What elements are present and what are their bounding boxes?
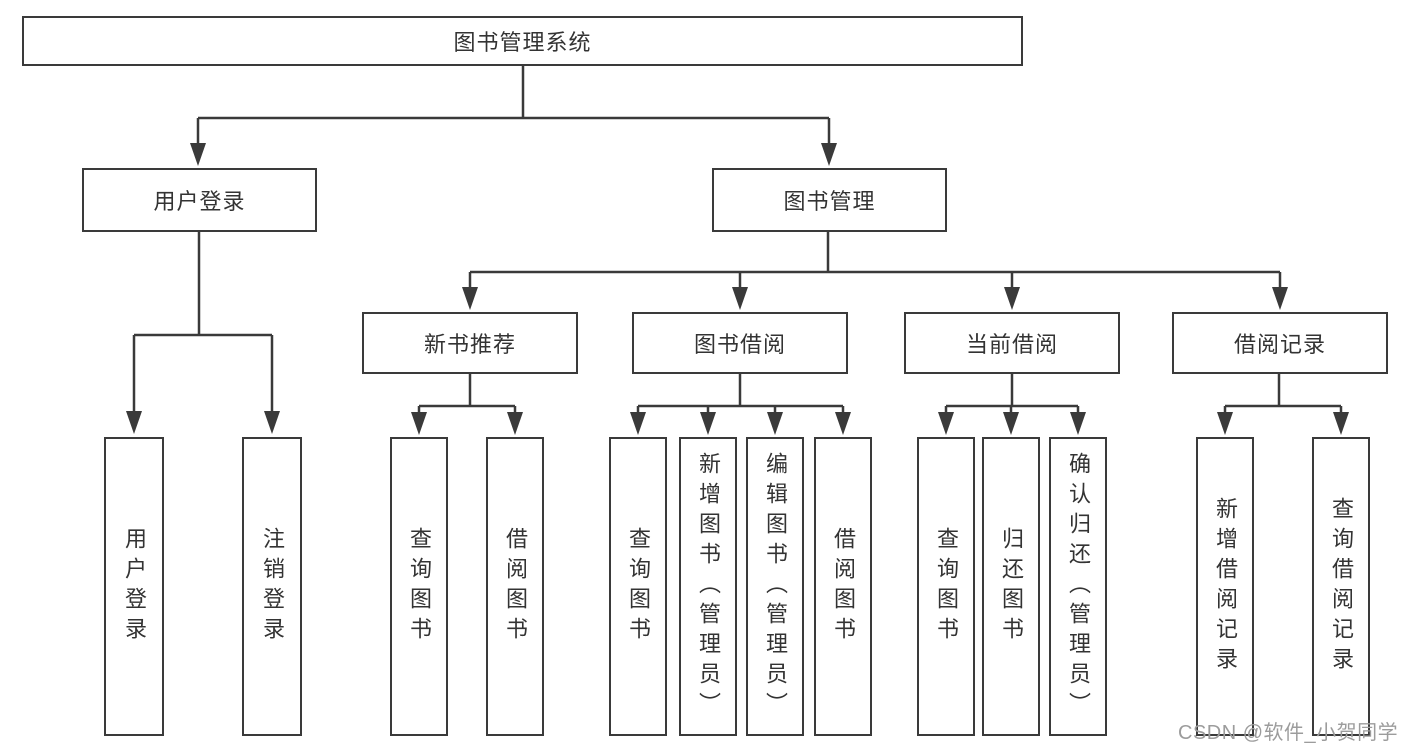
node-borrowing-records: 借阅记录 [1172, 312, 1388, 374]
node-current-borrowing: 当前借阅 [904, 312, 1120, 374]
leaf-confirm-return-admin-label: 确认归还（管理员） [1066, 451, 1091, 722]
csdn-watermark: CSDN @软件_小贺同学 [1178, 722, 1399, 744]
leaf-return-books-label: 归还图书 [999, 526, 1024, 647]
leaf-borrow-books: 借阅图书 [814, 437, 872, 736]
connector-user-login-to-leaves [126, 232, 280, 434]
leaf-add-book-admin-label: 新增图书（管理员） [696, 451, 721, 722]
connector-book-management-to-level3 [462, 232, 1288, 310]
connector-book-borrowing-to-leaves [630, 374, 851, 435]
leaf-query-books-recommend: 查询图书 [390, 437, 448, 736]
leaf-query-books-borrowing: 查询图书 [609, 437, 667, 736]
leaf-edit-book-admin-label: 编辑图书（管理员） [763, 451, 788, 722]
node-user-login: 用户登录 [82, 168, 317, 232]
connector-borrowing-records-to-leaves [1217, 374, 1349, 435]
connector-new-book-to-leaves [411, 374, 523, 435]
connector-current-borrowing-to-leaves [938, 374, 1086, 435]
leaf-query-books-current: 查询图书 [917, 437, 975, 736]
leaf-borrow-books-label: 借阅图书 [831, 526, 856, 647]
leaf-logout: 注销登录 [242, 437, 302, 736]
leaf-query-books-current-label: 查询图书 [934, 526, 959, 647]
node-book-management: 图书管理 [712, 168, 947, 232]
leaf-confirm-return-admin: 确认归还（管理员） [1049, 437, 1107, 736]
leaf-return-books: 归还图书 [982, 437, 1040, 736]
leaf-add-borrowing-record-label: 新增借阅记录 [1213, 496, 1238, 677]
node-book-borrowing: 图书借阅 [632, 312, 848, 374]
leaf-logout-label: 注销登录 [260, 526, 285, 647]
leaf-query-books-recommend-label: 查询图书 [407, 526, 432, 647]
leaf-borrow-books-recommend-label: 借阅图书 [503, 526, 528, 647]
leaf-borrow-books-recommend: 借阅图书 [486, 437, 544, 736]
leaf-user-login-label: 用户登录 [122, 526, 147, 647]
leaf-add-book-admin: 新增图书（管理员） [679, 437, 737, 736]
leaf-add-borrowing-record: 新增借阅记录 [1196, 437, 1254, 736]
leaf-user-login: 用户登录 [104, 437, 164, 736]
leaf-query-books-borrowing-label: 查询图书 [626, 526, 651, 647]
node-new-book-recommendation: 新书推荐 [362, 312, 578, 374]
leaf-edit-book-admin: 编辑图书（管理员） [746, 437, 804, 736]
leaf-query-borrowing-record-label: 查询借阅记录 [1329, 496, 1354, 677]
leaf-query-borrowing-record: 查询借阅记录 [1312, 437, 1370, 736]
connector-root-to-level2 [190, 66, 837, 166]
node-library-management-system: 图书管理系统 [22, 16, 1023, 66]
